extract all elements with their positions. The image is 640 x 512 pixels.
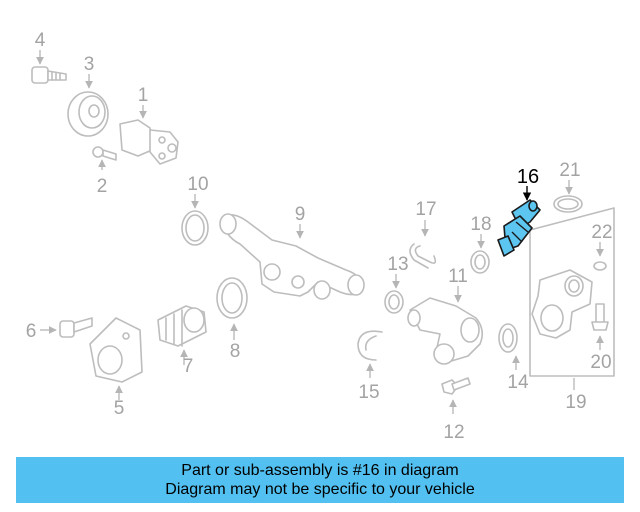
callout-17[interactable]: 17 [415,199,436,220]
part-1-water-pump [119,105,179,165]
part-18-o-ring [470,234,490,274]
part-11-water-outlet [407,286,484,365]
callout-12[interactable]: 12 [443,422,464,443]
part-7-thermostat [157,305,207,365]
part-19-housing [531,269,593,339]
callout-6[interactable]: 6 [26,321,37,342]
callout-16[interactable]: 16 [517,166,539,188]
part-3-pulley [67,74,109,137]
part-22-o-ring [593,242,607,271]
callout-2[interactable]: 2 [97,176,108,197]
part-9-water-pipe [219,213,365,300]
callout-18[interactable]: 18 [470,214,491,235]
callout-8[interactable]: 8 [230,341,241,362]
part-4-bolt [31,50,67,84]
part-13-o-ring [384,274,404,314]
callout-7[interactable]: 7 [183,356,194,377]
callout-5[interactable]: 5 [114,398,125,419]
callout-22[interactable]: 22 [591,222,612,243]
banner-line-2: Diagram may not be specific to your vehi… [165,481,475,498]
callout-15[interactable]: 15 [358,382,379,403]
callout-11[interactable]: 11 [448,266,468,287]
part-17-clip [409,220,437,269]
banner-line-1: Part or sub-assembly is #16 in diagram [181,462,459,479]
callout-19[interactable]: 19 [565,392,586,413]
callout-1[interactable]: 1 [138,85,149,106]
callout-21[interactable]: 21 [559,160,580,181]
part-21-o-ring [553,180,583,213]
callout-14[interactable]: 14 [507,372,529,393]
callout-20[interactable]: 20 [590,352,611,373]
part-20-bolt [591,303,609,350]
part-16-highlighted[interactable] [497,186,541,257]
part-10-o-ring [181,194,209,246]
part-14-gasket [498,323,520,370]
parts-diagram: 4 3 1 2 10 9 [26,30,615,443]
callout-4[interactable]: 4 [35,30,46,51]
part-19-assembly-bracket [529,207,615,390]
part-5-thermostat-cover [89,317,143,400]
callout-9[interactable]: 9 [295,204,306,225]
callout-3[interactable]: 3 [84,54,95,75]
part-info-banner: Part or sub-assembly is #16 in diagram D… [16,457,624,503]
part-8-gasket [216,277,248,340]
part-2-bolt [92,146,117,170]
callout-10[interactable]: 10 [187,174,208,195]
callout-13[interactable]: 13 [387,254,408,275]
part-12-bolt [441,377,471,414]
part-6-bolt [40,317,93,338]
part-15-hose-clip [357,330,383,378]
